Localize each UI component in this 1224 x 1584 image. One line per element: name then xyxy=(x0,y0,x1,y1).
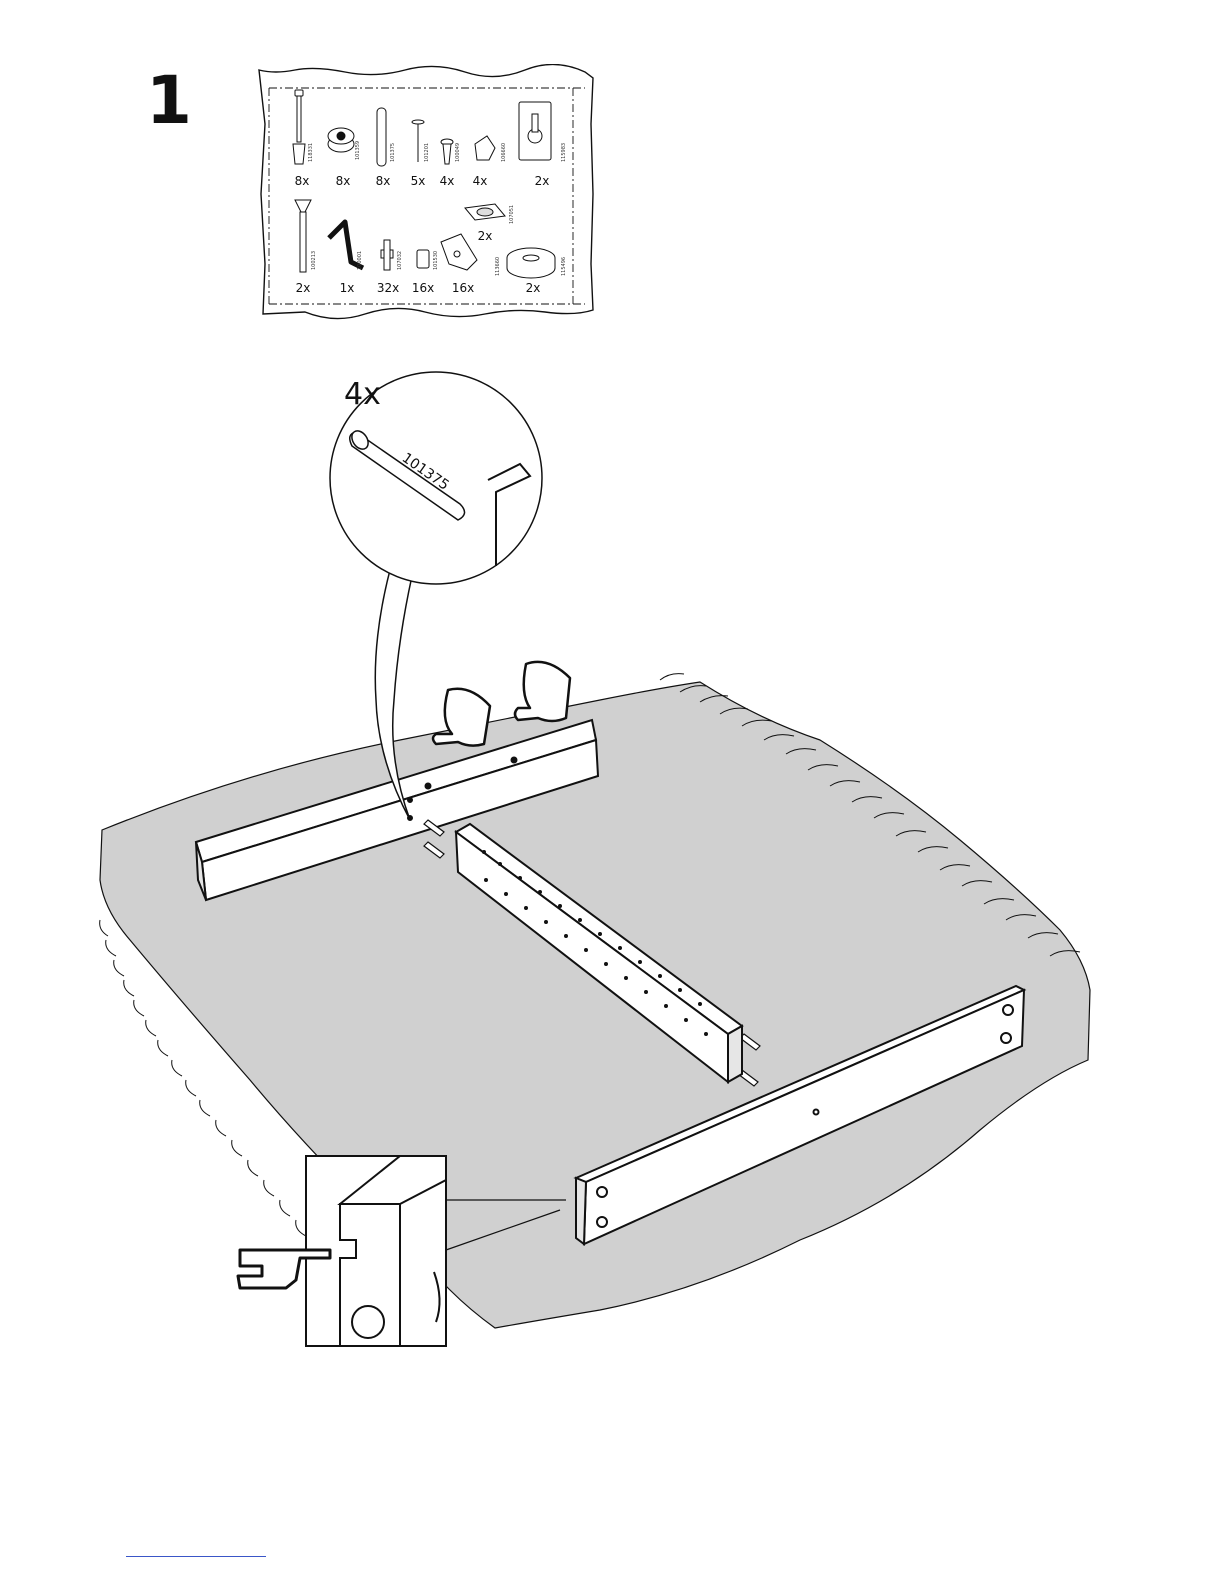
part-no: 106660 xyxy=(501,143,507,162)
wall-hanger-icon xyxy=(519,102,551,160)
parts-bag: 8x 8x 8x 5x 4x 4x 2x 2x 2x 1x 32x 16x 16… xyxy=(255,64,600,324)
part-no: 100001 xyxy=(357,251,363,270)
part-no: 107051 xyxy=(509,205,515,224)
qty-long-screw: 2x xyxy=(296,281,311,295)
qty-shelf-pin: 32x xyxy=(377,281,399,295)
qty-shelf-support: 16x xyxy=(452,281,474,295)
assembly-illustration xyxy=(0,340,1224,1440)
wood-dowel-icon xyxy=(377,108,386,166)
qty-plastic-plug: 16x xyxy=(412,281,434,295)
qty-screw: 4x xyxy=(440,174,455,188)
step-number: 1 xyxy=(146,68,190,134)
qty-corner-bracket: 4x xyxy=(473,174,488,188)
qty-felt-pad: 2x xyxy=(478,229,493,243)
qty-cam-bolt: 8x xyxy=(295,174,310,188)
callout-quantity: 4x xyxy=(344,377,381,412)
part-no: 101375 xyxy=(390,143,396,162)
part-no: 118331 xyxy=(308,143,314,162)
part-no: 100049 xyxy=(455,143,461,162)
part-no: 101201 xyxy=(424,143,430,162)
qty-tape-roll: 2x xyxy=(526,281,541,295)
part-no: 100213 xyxy=(311,251,317,270)
qty-wood-dowel: 8x xyxy=(376,174,391,188)
qty-wall-hanger: 2x xyxy=(535,174,550,188)
footer-rule xyxy=(126,1556,266,1557)
cam-lock-icon xyxy=(328,128,354,152)
tape-roll-icon xyxy=(507,248,555,278)
part-no: 101530 xyxy=(433,251,439,270)
part-no: 101359 xyxy=(355,141,361,160)
qty-nail: 5x xyxy=(411,174,426,188)
qty-cam-lock: 8x xyxy=(336,174,351,188)
part-no: 115983 xyxy=(561,143,567,162)
part-no: 107032 xyxy=(397,251,403,270)
plastic-plug-icon xyxy=(417,250,429,268)
part-no: 113660 xyxy=(495,257,501,276)
qty-allen-key: 1x xyxy=(340,281,355,295)
part-no: 115496 xyxy=(561,257,567,276)
